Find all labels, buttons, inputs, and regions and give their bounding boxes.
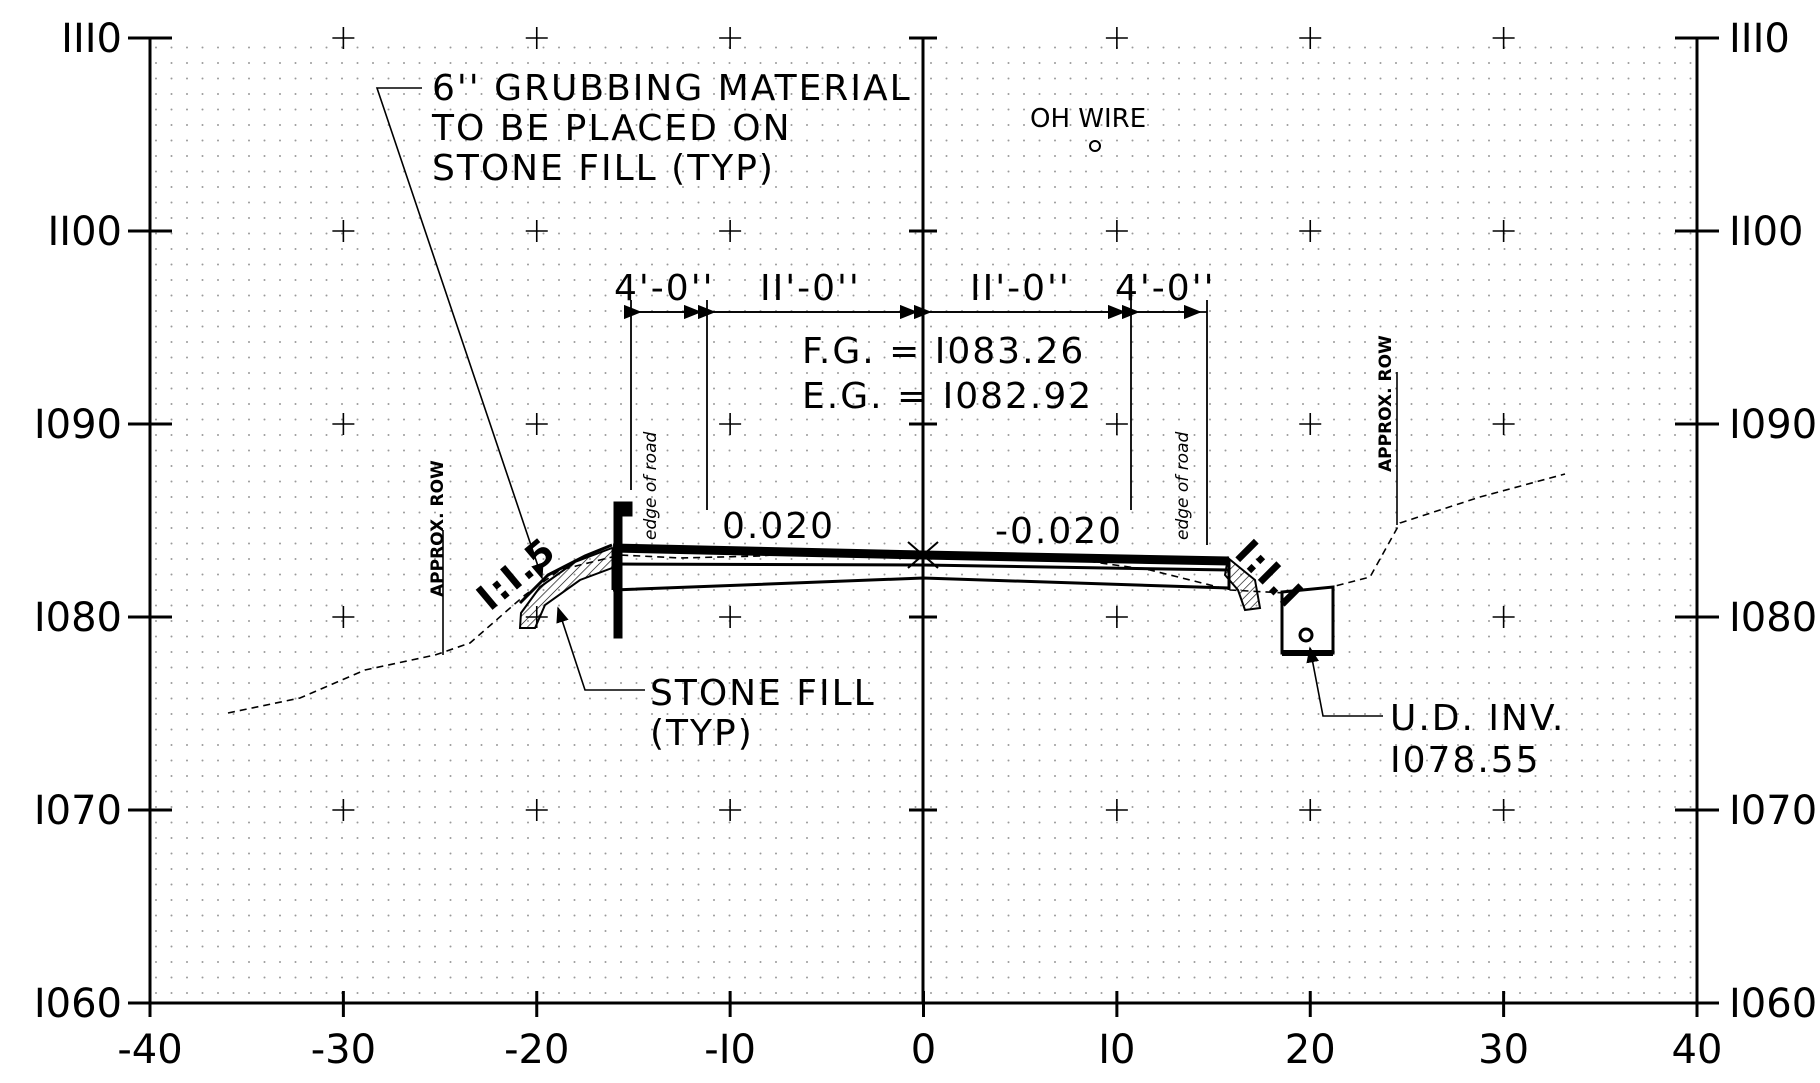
svg-text:I078.55: I078.55 [1390,740,1541,781]
finished-grade-label: F.G. = I083.26 [802,331,1085,372]
y-tick-label: I070 [34,788,122,834]
approx-row-right-label: APPROX. ROW [1376,335,1396,472]
x-tick-label: 30 [1478,1027,1529,1073]
dimension-lines [623,300,1208,545]
y-tick-label: I060 [34,981,122,1027]
svg-text:STONE FILL: STONE FILL [650,673,876,714]
existing-grade-label: E.G. = I082.92 [802,376,1093,417]
x-tick-label: -I0 [704,1027,756,1073]
x-tick-labels: -40 -30 -20 -I0 0 I0 20 30 40 [117,1027,1722,1073]
y-tick-label: I090 [34,402,122,448]
y-tick-label: III0 [61,16,122,62]
x-tick-label: 40 [1672,1027,1723,1073]
y-tick-label: I080 [34,595,122,641]
x-tick-label: -20 [504,1027,569,1073]
svg-text:(TYP): (TYP) [650,713,754,754]
stone-fill-right [1223,556,1262,612]
y-tick-label: II00 [48,209,123,255]
annotation-stone-fill: STONE FILL (TYP) [650,673,876,754]
grubbing-layer-left [518,543,613,605]
dim-right-lane: II'-0'' [970,268,1071,309]
y-tick-label: II00 [1729,209,1804,255]
svg-text:6'' GRUBBING MATERIAL: 6'' GRUBBING MATERIAL [432,68,912,109]
annotation-grubbing: 6'' GRUBBING MATERIAL TO BE PLACED ON ST… [431,68,912,189]
x-tick-label: 0 [911,1027,936,1073]
dim-left-lane: II'-0'' [760,268,861,309]
underdrain-structure [1280,585,1335,656]
x-tick-label: -40 [117,1027,182,1073]
y-tick-label: III0 [1729,16,1790,62]
edge-of-road-left-label: edge of road [641,431,661,540]
x-tick-label: -30 [311,1027,376,1073]
x-tick-label: I0 [1098,1027,1135,1073]
svg-text:TO BE PLACED ON: TO BE PLACED ON [431,108,792,149]
annotation-underdrain: U.D. INV. I078.55 [1390,698,1565,781]
dim-left-shoulder: 4'-0'' [614,268,715,309]
guard-post [613,501,633,639]
leader-lines [375,87,1383,717]
approx-row-left-label: APPROX. ROW [428,460,448,597]
oh-wire-label: OH WIRE [1030,104,1146,134]
axis-ticks [128,36,1719,1017]
svg-text:U.D. INV.: U.D. INV. [1390,698,1565,739]
dim-right-shoulder: 4'-0'' [1115,268,1216,309]
centerline-mark [907,541,939,569]
y-tick-label: I090 [1729,402,1817,448]
edge-of-road-right-label: edge of road [1173,431,1193,540]
oh-wire-marker [1089,140,1101,152]
y-tick-label: I060 [1729,981,1817,1027]
slope-right-label: -0.020 [995,511,1123,552]
x-tick-label: 20 [1285,1027,1336,1073]
y-tick-label: I070 [1729,788,1817,834]
slope-left-label: 0.020 [722,506,835,547]
y-tick-label: I080 [1729,595,1817,641]
svg-text:STONE FILL (TYP): STONE FILL (TYP) [432,148,775,189]
